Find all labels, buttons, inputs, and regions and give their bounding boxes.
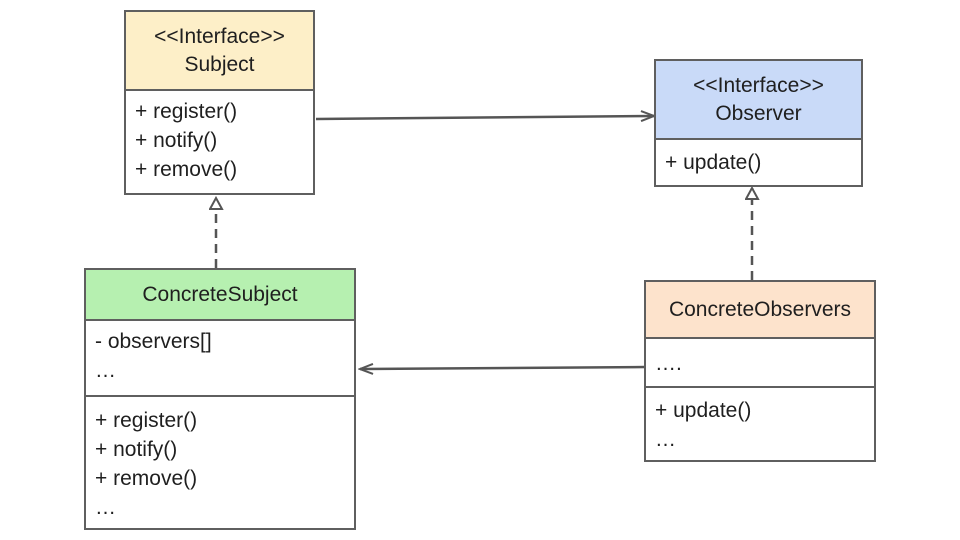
concrete-subject-attribute: … bbox=[95, 359, 116, 382]
observer-header: <<Interface>> Observer bbox=[656, 61, 861, 140]
concrete-subject-methods: + register() + notify() + remove() … bbox=[86, 397, 354, 522]
subject-method: + notify() bbox=[135, 129, 218, 152]
concrete-subject-method: … bbox=[95, 496, 116, 519]
observer-stereotype: <<Interface>> bbox=[693, 73, 824, 97]
concrete-subject-method: + remove() bbox=[95, 467, 198, 490]
concrete-subject-header: ConcreteSubject bbox=[86, 270, 354, 321]
observer-class-box[interactable]: <<Interface>> Observer + update() bbox=[654, 59, 863, 187]
subject-method: + remove() bbox=[135, 158, 238, 181]
observer-methods: + update() bbox=[656, 140, 861, 177]
connector-subject-to-observer bbox=[315, 116, 654, 119]
subject-name: Subject bbox=[184, 52, 255, 76]
concrete-observers-attributes: …. bbox=[646, 339, 874, 388]
concrete-subject-name: ConcreteSubject bbox=[142, 282, 298, 306]
concrete-observers-method: + update() bbox=[655, 399, 752, 422]
concrete-observers-attribute: …. bbox=[655, 352, 682, 375]
observer-method: + update() bbox=[665, 151, 762, 174]
subject-method: + register() bbox=[135, 100, 238, 123]
concrete-observers-name: ConcreteObservers bbox=[668, 297, 852, 321]
subject-header: <<Interface>> Subject bbox=[126, 12, 313, 91]
concrete-observers-class-box[interactable]: ConcreteObservers …. + update() … bbox=[644, 280, 876, 462]
concrete-subject-class-box[interactable]: ConcreteSubject - observers[] … + regist… bbox=[84, 268, 356, 530]
concrete-subject-method: + register() bbox=[95, 409, 198, 432]
concrete-observers-method: … bbox=[655, 428, 676, 451]
observer-name: Observer bbox=[715, 101, 802, 125]
subject-class-box[interactable]: <<Interface>> Subject + register() + not… bbox=[124, 10, 315, 195]
subject-methods: + register() + notify() + remove() bbox=[126, 91, 313, 184]
connector-concrete-observers-to-concrete-subject bbox=[360, 367, 646, 369]
concrete-observers-header: ConcreteObservers bbox=[646, 282, 874, 339]
subject-stereotype: <<Interface>> bbox=[154, 24, 285, 48]
concrete-subject-attribute: - observers[] bbox=[95, 330, 212, 353]
concrete-subject-attributes: - observers[] … bbox=[86, 321, 354, 397]
concrete-observers-methods: + update() … bbox=[646, 388, 874, 454]
concrete-subject-method: + notify() bbox=[95, 438, 178, 461]
